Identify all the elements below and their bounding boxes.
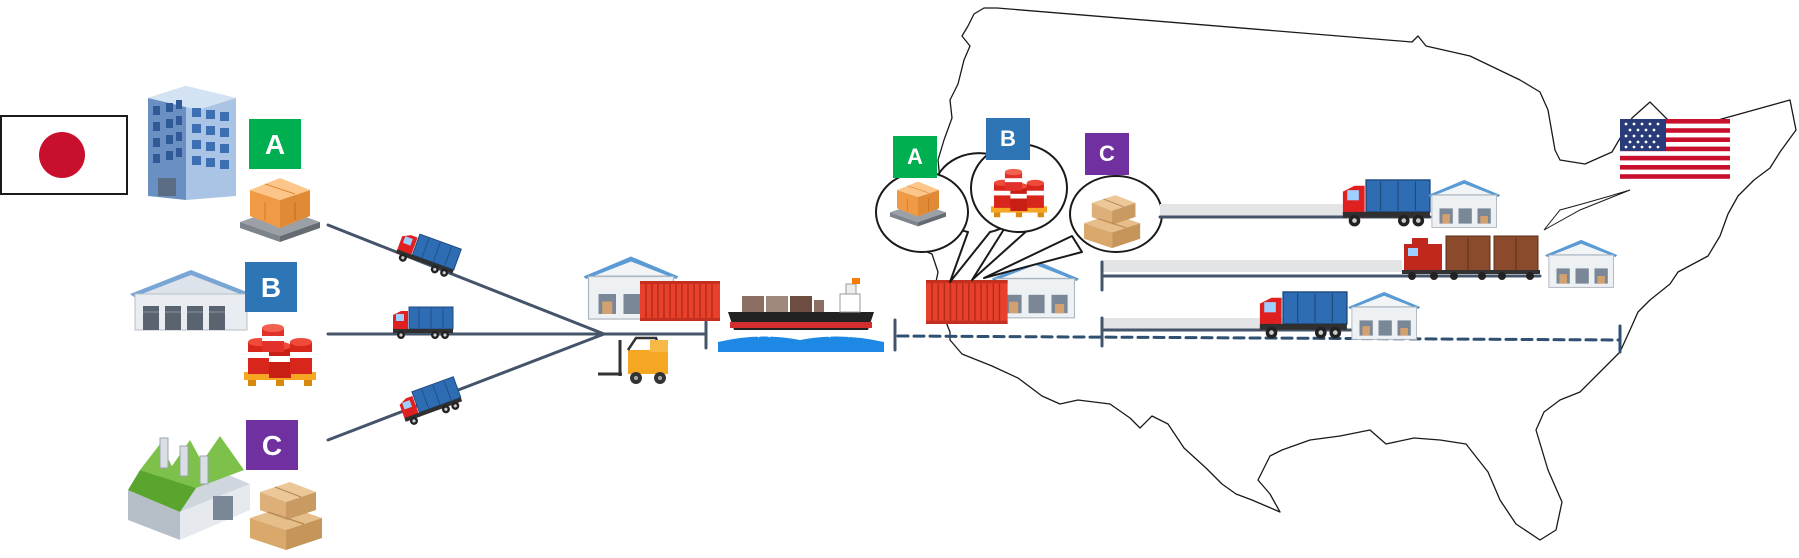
forklift-icon	[598, 336, 668, 384]
badge-b-right: B	[1000, 126, 1016, 151]
shipping-container-icon	[639, 280, 721, 322]
warehouse-icon	[1544, 239, 1619, 289]
great-lakes-detail	[1543, 189, 1631, 231]
freight-train-icon	[1402, 235, 1540, 280]
us-container-icon	[925, 279, 1009, 325]
cardboard-boxes-icon	[249, 481, 323, 551]
badge-c-bubble-bg	[1085, 133, 1129, 175]
factory-icon	[128, 436, 250, 540]
warehouse-icon	[1347, 291, 1422, 341]
badge-a-right: A	[907, 144, 923, 169]
badge-b-left: B	[261, 272, 281, 303]
route-line-a	[326, 223, 606, 336]
badge-a-bg	[249, 119, 301, 169]
truck-icon	[396, 376, 465, 428]
lane-b-shade	[1102, 260, 1402, 272]
bubble-c	[983, 175, 1163, 279]
japan-flag-icon	[0, 115, 128, 195]
badge-c-bg	[246, 420, 298, 470]
badge-c-right: C	[1099, 141, 1115, 166]
usa-flag-icon	[1620, 119, 1730, 179]
truck-icon	[393, 228, 462, 280]
lane-a-shade	[1160, 204, 1350, 216]
badge-b-bubble-bg	[986, 118, 1030, 160]
badge-b-bg	[245, 262, 297, 312]
dashed-route	[896, 334, 1622, 342]
badge-a-left: A	[265, 129, 285, 160]
office-building-icon	[148, 86, 236, 200]
badge-c-left: C	[262, 430, 282, 461]
warehouse-icon	[130, 270, 252, 331]
warehouse-icon	[1427, 179, 1502, 229]
route-line-c	[326, 332, 606, 442]
badge-a-bubble-bg	[893, 136, 937, 178]
pallet-boxes-icon	[239, 177, 321, 243]
cargo-ship-icon	[718, 278, 884, 352]
oil-drums-icon	[244, 324, 316, 386]
truck-icon	[1342, 179, 1431, 228]
lane-c-shade	[1102, 318, 1302, 330]
bubble-b	[970, 143, 1068, 281]
